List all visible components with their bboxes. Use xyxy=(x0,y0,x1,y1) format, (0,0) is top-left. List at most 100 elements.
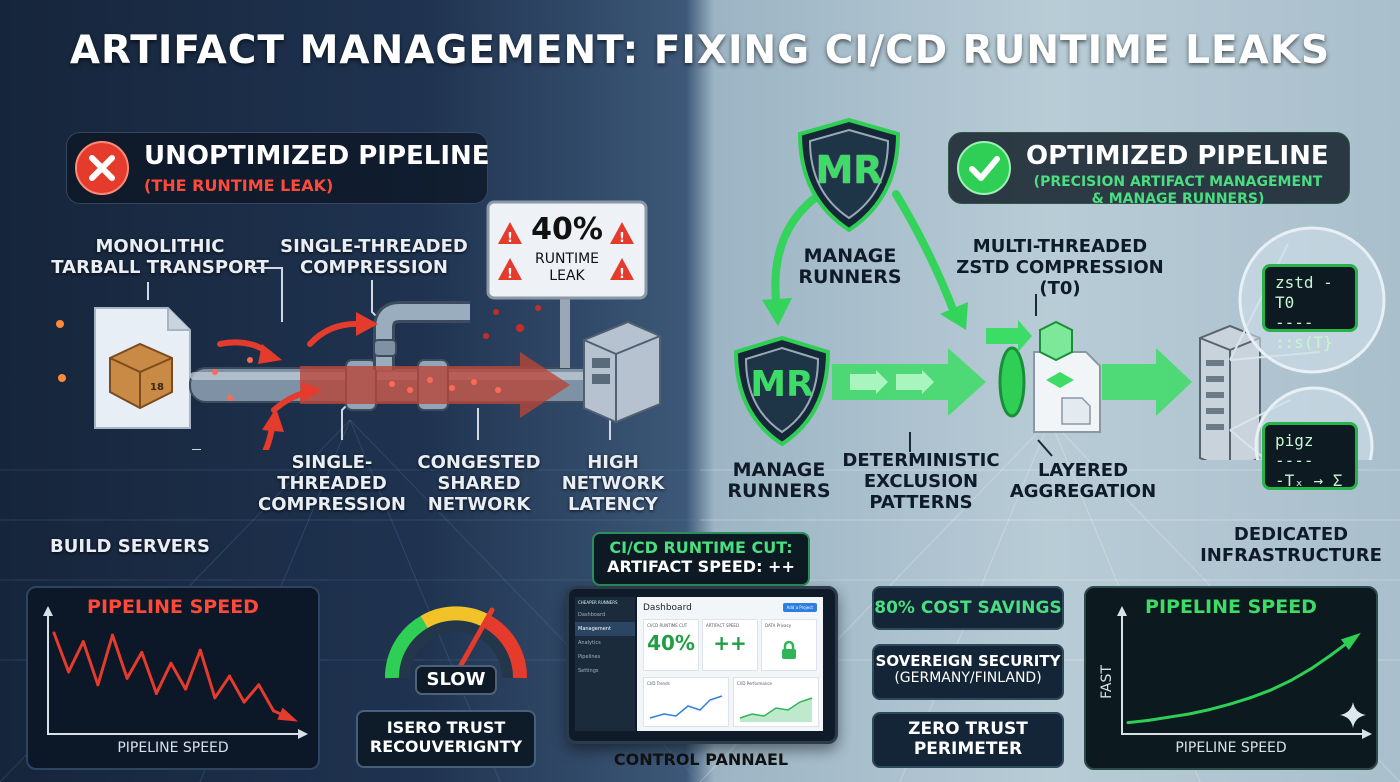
control-panel-caption: CONTROL PANNAEL xyxy=(613,750,789,769)
card-artifact-speed: ARTIFACT SPEED ++ xyxy=(702,619,758,671)
pipeline-speed-chart-slow: PIPELINE SPEED PIPELINE SPEED xyxy=(26,586,320,770)
data-point xyxy=(125,676,129,680)
unoptimized-pipeline-illustration: !!!! xyxy=(56,200,661,450)
card-data-privacy: DATA Privacy xyxy=(761,619,817,671)
runtime-banner: CI/CD RUNTIME CUT: ARTIFACT SPEED: ++ xyxy=(592,532,810,586)
chart-xlabel: PIPELINE SPEED xyxy=(1175,740,1287,756)
chart-axes xyxy=(47,610,302,735)
leak-percent: 40% xyxy=(531,212,603,247)
chart-plot-area xyxy=(1117,606,1372,739)
data-point xyxy=(1248,696,1252,700)
svg-text:!: ! xyxy=(507,267,513,282)
data-point xyxy=(67,670,71,674)
shield-text-bottom: MR xyxy=(750,364,814,405)
data-point xyxy=(111,633,114,637)
series-line xyxy=(1127,638,1353,725)
y-axis-arrow xyxy=(1117,606,1127,616)
chart-xlabel: PIPELINE SPEED xyxy=(117,740,229,756)
gauge-label: SLOW xyxy=(426,669,486,690)
shield-text-top: MR xyxy=(815,148,883,192)
data-point xyxy=(1126,721,1130,725)
trend-arrowhead xyxy=(277,707,299,722)
leak-line2: LEAK xyxy=(549,268,585,284)
data-point xyxy=(1309,667,1313,671)
data-point xyxy=(213,696,217,700)
sidebar-item-management[interactable]: Management xyxy=(575,622,635,636)
data-point xyxy=(1146,718,1150,722)
chart-plot-area xyxy=(43,606,308,739)
series-line xyxy=(52,632,289,719)
dashboard-header: Dashboard xyxy=(643,603,692,613)
add-project-button[interactable]: Add a Project xyxy=(782,603,817,612)
chart-trends: CI/D Trends xyxy=(643,677,729,727)
x-axis-arrow xyxy=(1362,729,1372,739)
data-point xyxy=(169,661,173,665)
sidebar-item-settings[interactable]: Settings xyxy=(578,668,599,674)
terminal-zstd: zstd -T0----::s(T} xyxy=(1262,264,1358,352)
data-point xyxy=(154,691,158,695)
data-point xyxy=(52,631,56,635)
dashboard-main: Dashboard Add a Project CI/CD RUNTIME CU… xyxy=(637,597,823,731)
manage-runners-shield-top xyxy=(797,117,901,233)
data-point xyxy=(184,687,188,691)
sidebar-item-analytics[interactable]: Analytics xyxy=(578,640,601,646)
data-point xyxy=(198,648,202,652)
chart-title: PIPELINE SPEED xyxy=(1145,596,1317,618)
data-point xyxy=(1187,712,1191,716)
x-circle-icon xyxy=(75,141,129,195)
sidebar-item-dashboard[interactable]: Dashboard xyxy=(578,612,606,618)
data-point xyxy=(96,683,100,687)
terminal-pigz: pigz-----Tₓ → Σ xyxy=(1262,422,1358,490)
lock-icon xyxy=(782,640,796,659)
sparkle-icon xyxy=(1340,702,1366,728)
leak-line1: RUNTIME xyxy=(534,251,600,267)
svg-text:!: ! xyxy=(619,267,625,282)
data-point xyxy=(140,650,144,654)
x-axis-arrow xyxy=(298,729,308,739)
label-build-servers: BUILD SERVERS xyxy=(50,536,210,557)
check-circle-icon xyxy=(957,141,1011,195)
data-point xyxy=(1228,702,1232,706)
trend-arrowhead xyxy=(1341,632,1361,650)
dashboard-brand: CHEAPER RUNNERS xyxy=(578,600,618,605)
data-point xyxy=(242,700,246,704)
unoptimized-heading-panel xyxy=(66,132,488,204)
box-label: 18 xyxy=(150,382,164,393)
chart-performance: CI/D Performance xyxy=(733,677,819,727)
optimized-heading-panel xyxy=(948,132,1350,204)
data-point xyxy=(1289,678,1293,682)
card-runtime-cut: CI/CD RUNTIME CUT 40% xyxy=(643,619,699,671)
data-point xyxy=(228,674,231,678)
chart-axes xyxy=(1121,610,1366,735)
svg-text:!: ! xyxy=(507,231,513,246)
data-point xyxy=(1167,715,1171,719)
main-title: ARTIFACT MANAGEMENT: FIXING CI/CD RUNTIM… xyxy=(69,28,1331,73)
svg-text:!: ! xyxy=(619,231,625,246)
data-point xyxy=(1330,653,1334,657)
manage-runners-shield-bottom xyxy=(733,335,831,447)
control-panel-monitor: CHEAPER RUNNERS Dashboard Management Ana… xyxy=(566,586,838,744)
unoptimized-subheading: (THE RUNTIME LEAK) xyxy=(144,176,334,195)
y-axis-arrow xyxy=(43,606,53,616)
dashboard-sidebar: CHEAPER RUNNERS Dashboard Management Ana… xyxy=(575,597,635,731)
speed-gauge xyxy=(384,606,528,695)
warning-icon xyxy=(498,222,634,280)
sidebar-item-pipelines[interactable]: Pipelines xyxy=(578,654,601,660)
data-point xyxy=(1207,708,1211,712)
data-point xyxy=(81,640,85,644)
unoptimized-heading: UNOPTIMIZED PIPELINE xyxy=(144,141,490,171)
optimized-heading: OPTIMIZED PIPELINE xyxy=(1026,141,1329,171)
zero-trust-pill: ZERO TRUST PERIMETER xyxy=(872,712,1064,768)
